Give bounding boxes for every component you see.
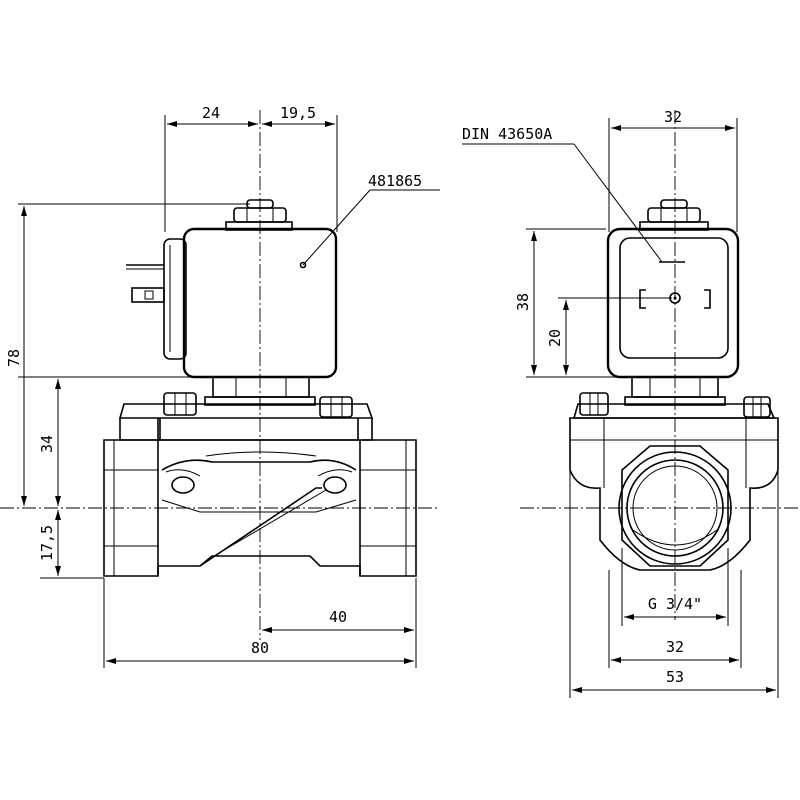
din-connector-callout: DIN 43650A [462,125,663,263]
dim-body-width-label: 53 [666,668,684,686]
dim-body-inner-width-label: 32 [666,638,684,656]
din-connector-label: DIN 43650A [462,125,552,143]
dim-connector-offset-label: 20 [546,329,564,347]
dim-40-label: 40 [329,608,347,626]
dim-coil-height-label: 38 [514,293,532,311]
side-bottom-dimensions: G 3/4" 32 53 [569,470,779,698]
dim-19-5-label: 19,5 [280,104,316,122]
dim-34-label: 34 [38,435,56,453]
side-view: DIN 43650A 32 38 20 G 3/4" [462,108,800,698]
front-coil [126,199,338,379]
side-valve-body [569,392,779,571]
thread-size-label: G 3/4" [648,595,702,613]
front-top-dimensions: 24 19,5 [164,104,338,232]
front-view: 24 19,5 481865 78 34 17,5 40 [0,104,440,668]
front-left-dimensions: 78 34 17,5 [5,203,250,579]
dim-80-label: 80 [251,639,269,657]
dim-17-5-label: 17,5 [38,525,56,561]
front-valve-body [103,392,417,577]
part-number-label: 481865 [368,172,422,190]
dim-coil-width-label: 32 [664,108,682,126]
front-bottom-dimensions: 40 80 [103,578,417,668]
side-top-dimension: 32 [608,108,738,232]
part-number-callout: 481865 [302,172,440,266]
dim-78-label: 78 [5,349,23,367]
side-left-dimensions: 38 20 [514,228,672,378]
side-coil [606,199,740,379]
dim-24-label: 24 [202,104,220,122]
